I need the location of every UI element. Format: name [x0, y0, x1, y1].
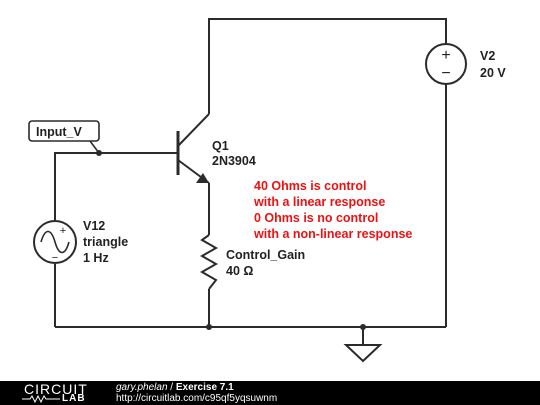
v2-minus-sign: −: [441, 65, 450, 82]
junction-dot-ground: [360, 324, 366, 330]
ground-icon: [343, 344, 383, 363]
v2-ref: V2: [480, 49, 495, 63]
wire-top-collector: [208, 18, 447, 114]
emitter-arrow-icon: [196, 173, 209, 183]
circuit-schematic: Input_V Q1 2N3904 + − V2 20 V + − V12 tr…: [28, 18, 506, 363]
dc-source-v2[interactable]: + −: [425, 43, 467, 85]
v12-ref: V12: [83, 219, 105, 233]
footer-credit: gary.phelan / Exercise 7.1: [116, 382, 234, 393]
resistor-logo-icon: [22, 395, 60, 403]
footer-bar: CIRCUIT LAB gary.phelan / Exercise 7.1 h…: [0, 381, 540, 405]
wires: [54, 18, 447, 345]
note-line-4: with a non-linear response: [253, 227, 412, 241]
v2-plus-sign: +: [441, 47, 450, 64]
v12-plus-sign: +: [60, 225, 66, 237]
v12-frequency: 1 Hz: [83, 251, 109, 265]
input-label-text: Input_V: [36, 125, 82, 139]
transistor-q1[interactable]: [176, 113, 210, 184]
note-line-3: 0 Ohms is no control: [254, 211, 378, 225]
resistor-ref: Control_Gain: [226, 248, 305, 262]
resistor-control-gain[interactable]: [199, 234, 219, 290]
ac-source-v12[interactable]: + −: [33, 220, 77, 264]
footer-separator: /: [167, 382, 176, 393]
transistor-ref: Q1: [212, 139, 229, 153]
note-line-1: 40 Ohms is control: [254, 179, 367, 193]
input-label-flag[interactable]: Input_V: [28, 120, 100, 154]
circuit-url-link[interactable]: http://circuitlab.com/c95qf5yqsuwnm: [116, 393, 278, 404]
note-line-2: with a linear response: [253, 195, 385, 209]
v2-value: 20 V: [480, 66, 506, 80]
junction-dot-emitter-ground: [206, 324, 212, 330]
circuitlab-logo-sub: LAB: [62, 393, 86, 404]
circuitlab-logo-text: CIRCUIT: [24, 381, 88, 397]
resistor-value: 40 Ω: [226, 264, 253, 278]
wire-input-to-base: [54, 152, 178, 220]
author-link[interactable]: gary.phelan: [116, 382, 168, 393]
sine-wave-icon: [40, 230, 70, 254]
annotation-note: 40 Ohms is control with a linear respons…: [253, 179, 412, 241]
v12-waveform: triangle: [83, 235, 128, 249]
circuit-title: Exercise 7.1: [175, 382, 234, 393]
v12-minus-sign: −: [52, 252, 58, 264]
transistor-part: 2N3904: [212, 154, 256, 168]
